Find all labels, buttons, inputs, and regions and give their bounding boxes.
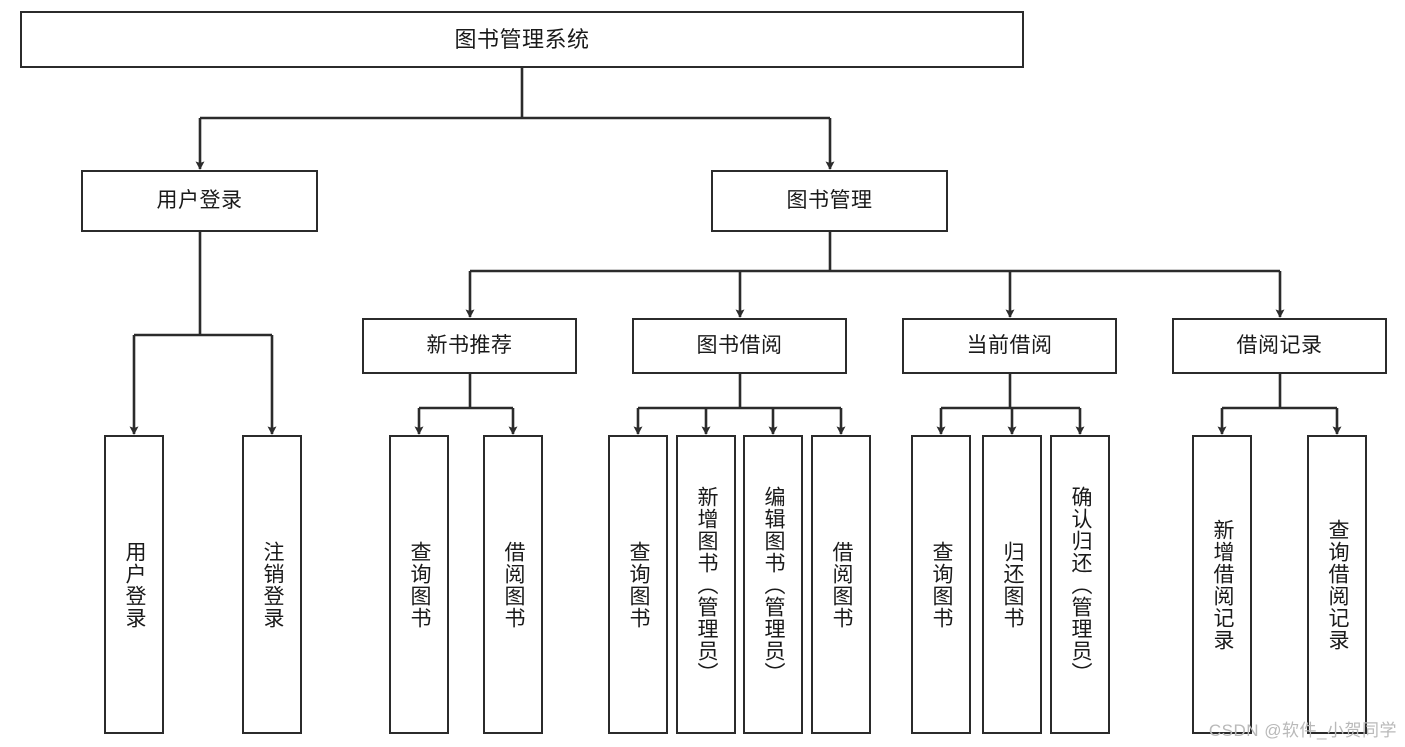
node-label: 用户登录: [122, 540, 146, 629]
node-leaf-user-login[interactable]: 用户登录: [104, 435, 164, 734]
node-leaf-query-book-3[interactable]: 查询图书: [911, 435, 971, 734]
node-label: 查询借阅记录: [1325, 518, 1349, 651]
node-label: 确认归还（管理员）: [1068, 485, 1092, 684]
node-label: 注销登录: [260, 540, 284, 629]
node-root[interactable]: 图书管理系统: [20, 11, 1024, 68]
node-leaf-add-book[interactable]: 新增图书（管理员）: [676, 435, 736, 734]
node-leaf-query-record[interactable]: 查询借阅记录: [1307, 435, 1367, 734]
node-leaf-query-book-1[interactable]: 查询图书: [389, 435, 449, 734]
node-book-borrow[interactable]: 图书借阅: [632, 318, 847, 374]
node-leaf-edit-book[interactable]: 编辑图书（管理员）: [743, 435, 803, 734]
node-label: 用户登录: [156, 188, 243, 212]
edge-paths: [129, 68, 1342, 435]
node-borrow-record[interactable]: 借阅记录: [1172, 318, 1387, 374]
node-leaf-add-record[interactable]: 新增借阅记录: [1192, 435, 1252, 734]
node-book-manage[interactable]: 图书管理: [711, 170, 948, 232]
node-label: 归还图书: [1000, 540, 1024, 629]
node-new-book-recommend[interactable]: 新书推荐: [362, 318, 577, 374]
node-label: 查询图书: [626, 540, 650, 629]
node-leaf-confirm-return[interactable]: 确认归还（管理员）: [1050, 435, 1110, 734]
node-label: 编辑图书（管理员）: [761, 485, 785, 684]
watermark: CSDN @软件_小贺同学: [1208, 721, 1397, 740]
node-label: 借阅记录: [1236, 333, 1323, 357]
node-leaf-logout[interactable]: 注销登录: [242, 435, 302, 734]
node-label: 当前借阅: [966, 333, 1053, 357]
node-leaf-query-book-2[interactable]: 查询图书: [608, 435, 668, 734]
node-label: 借阅图书: [501, 540, 525, 629]
node-user-login[interactable]: 用户登录: [81, 170, 318, 232]
node-leaf-borrow-book-1[interactable]: 借阅图书: [483, 435, 543, 734]
node-label: 图书管理: [786, 188, 873, 212]
node-label: 查询图书: [929, 540, 953, 629]
node-label: 图书管理系统: [454, 26, 590, 52]
node-label: 图书借阅: [696, 333, 783, 357]
node-current-borrow[interactable]: 当前借阅: [902, 318, 1117, 374]
node-label: 查询图书: [407, 540, 431, 629]
node-label: 新增图书（管理员）: [694, 485, 718, 684]
node-leaf-return-book[interactable]: 归还图书: [982, 435, 1042, 734]
node-label: 新书推荐: [426, 333, 513, 357]
node-label: 新增借阅记录: [1210, 518, 1234, 651]
node-label: 借阅图书: [829, 540, 853, 629]
node-leaf-borrow-book-2[interactable]: 借阅图书: [811, 435, 871, 734]
